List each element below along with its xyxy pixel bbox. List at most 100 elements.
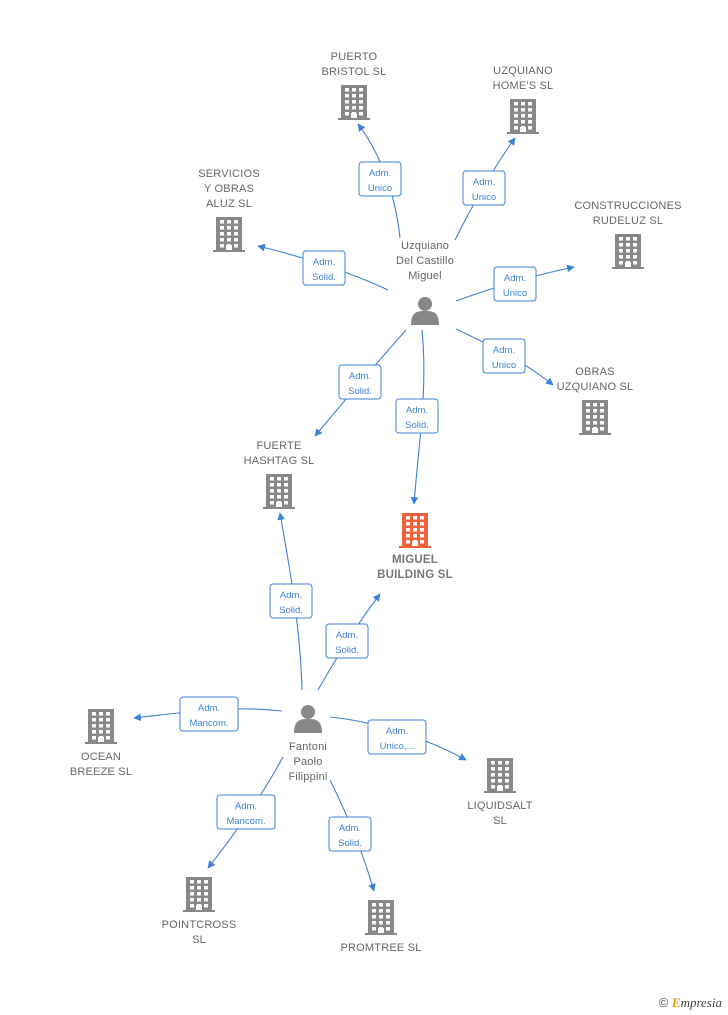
node-label: CONSTRUCCIONES [574,200,681,212]
edge-label-box[interactable] [269,583,313,619]
edge-label-text: Unico [368,183,392,194]
node-label: Fantoni [289,741,327,753]
building-icon [579,400,611,435]
node-liquid[interactable]: LIQUIDSALT SL [467,758,533,827]
node-label: BREEZE SL [70,766,132,778]
node-miguel[interactable]: MIGUEL BUILDING SL [377,513,453,581]
edge-label-box[interactable] [325,623,369,659]
node-label: Y OBRAS [204,183,254,195]
node-label: PUERTO [331,51,378,63]
edge-label-text: Adm. [386,726,408,737]
edge-label-text: Adm. [198,703,220,714]
building-icon [365,900,397,935]
edge-label-box[interactable] [462,170,506,206]
edge-label-text: Adm. [473,177,495,188]
edge-label-box[interactable] [395,398,439,434]
node-label: OCEAN [81,751,121,763]
building-icon [263,474,295,509]
edge-label-text: Adm. [313,257,335,268]
node-rudeluz[interactable]: CONSTRUCCIONES RUDELUZ SL [574,200,681,269]
edge-label-text: Adm. [406,405,428,416]
node-label: Del Castillo [396,255,454,267]
node-ocean[interactable]: OCEAN BREEZE SL [70,709,132,778]
edge-label-box[interactable] [179,696,239,732]
node-home[interactable]: UZQUIANO HOME'S SL [493,65,554,134]
person-icon [411,297,439,325]
edge-label-text: Adm. [235,801,257,812]
edges-layer: Adm.UnicoAdm.UnicoAdm.Solid.Adm.UnicoAdm… [133,123,575,892]
building-icon [183,877,215,912]
node-puerto[interactable]: PUERTO BRISTOL SL [322,51,387,120]
edge-label-text: Adm. [504,273,526,284]
edge-label-text: Solid. [279,605,303,616]
edge-label-box[interactable] [328,816,372,852]
edge-label-text: Solid. [405,420,429,431]
edge-label-text: Adm. [280,590,302,601]
edge-label-box[interactable] [367,719,427,755]
edge-label-text: Unico [503,288,527,299]
edge-label-box[interactable] [338,364,382,400]
node-label: HASHTAG SL [244,455,315,467]
edge-uzq-home: Adm. Unico [454,137,516,241]
node-label: MIGUEL [392,554,438,566]
edge-label-text: Solid. [312,272,336,283]
edge-label-box[interactable] [216,794,276,830]
edge-fan-promtree: Adm.Solid. [328,779,376,892]
edge-label-text: Unico [472,192,496,203]
node-label: Uzquiano [401,240,449,252]
edge-label-box[interactable] [358,161,402,197]
edge-uzq-miguel: Adm. Solid. [395,329,439,505]
node-label: SL [192,934,206,946]
edge-label-text: Adm. [339,823,361,834]
edge-fan-fuerte: Adm. Solid. [269,512,313,691]
node-pointcross[interactable]: POINTCROSS SL [162,877,237,946]
edge-label-text: Solid. [348,386,372,397]
node-label: POINTCROSS [162,919,237,931]
edge-uzq-servicios: Adm. Solid. [257,243,389,291]
footer-brand: © Empresia [659,995,722,1011]
node-label: UZQUIANO SL [557,381,634,393]
node-label: HOME'S SL [493,80,554,92]
building-icon [338,85,370,120]
edge-uzq-fuerte: Adm. Solid. [314,329,407,437]
brand-initial: E [671,995,681,1010]
edge-label-text: Adm. [493,345,515,356]
node-label: RUDELUZ SL [593,215,663,227]
building-icon [507,99,539,134]
node-label: Filippini [288,771,327,783]
brand-name: mpresia [680,995,722,1010]
node-label: UZQUIANO [493,65,553,77]
edge-label-box[interactable] [302,250,346,286]
node-label: BUILDING SL [377,569,453,581]
building-icon [484,758,516,793]
node-fuerte[interactable]: FUERTE HASHTAG SL [244,440,315,509]
building-icon [85,709,117,744]
brand-logo[interactable]: Empresia [672,995,722,1010]
node-label: Paolo [293,756,322,768]
node-label: Miguel [408,270,442,282]
edge-label-box[interactable] [493,266,537,302]
node-label: BRISTOL SL [322,66,387,78]
building-icon [213,217,245,252]
building-icon [399,513,431,548]
edge-uzq-rudeluz: Adm. Unico [455,264,575,302]
edge-label-box[interactable] [482,338,526,374]
node-label: LIQUIDSALT [467,800,532,812]
edge-uzq-puerto: Adm.Unico [357,123,402,239]
node-label: PROMTREE SL [340,942,421,954]
edge-label-text: Mancom. [226,816,265,827]
node-promtree[interactable]: PROMTREE SL [340,900,421,954]
node-label: SL [493,815,507,827]
building-icon [612,234,644,269]
edge-label-text: Adm. [349,371,371,382]
edge-fan-ocean: Adm. Mancom. [133,696,283,732]
node-label: FUERTE [256,440,301,452]
edge-fan-pointcross: Adm. Mancom. [207,756,284,869]
copyright-symbol: © [658,995,669,1010]
edge-label-text: Mancom. [189,718,228,729]
